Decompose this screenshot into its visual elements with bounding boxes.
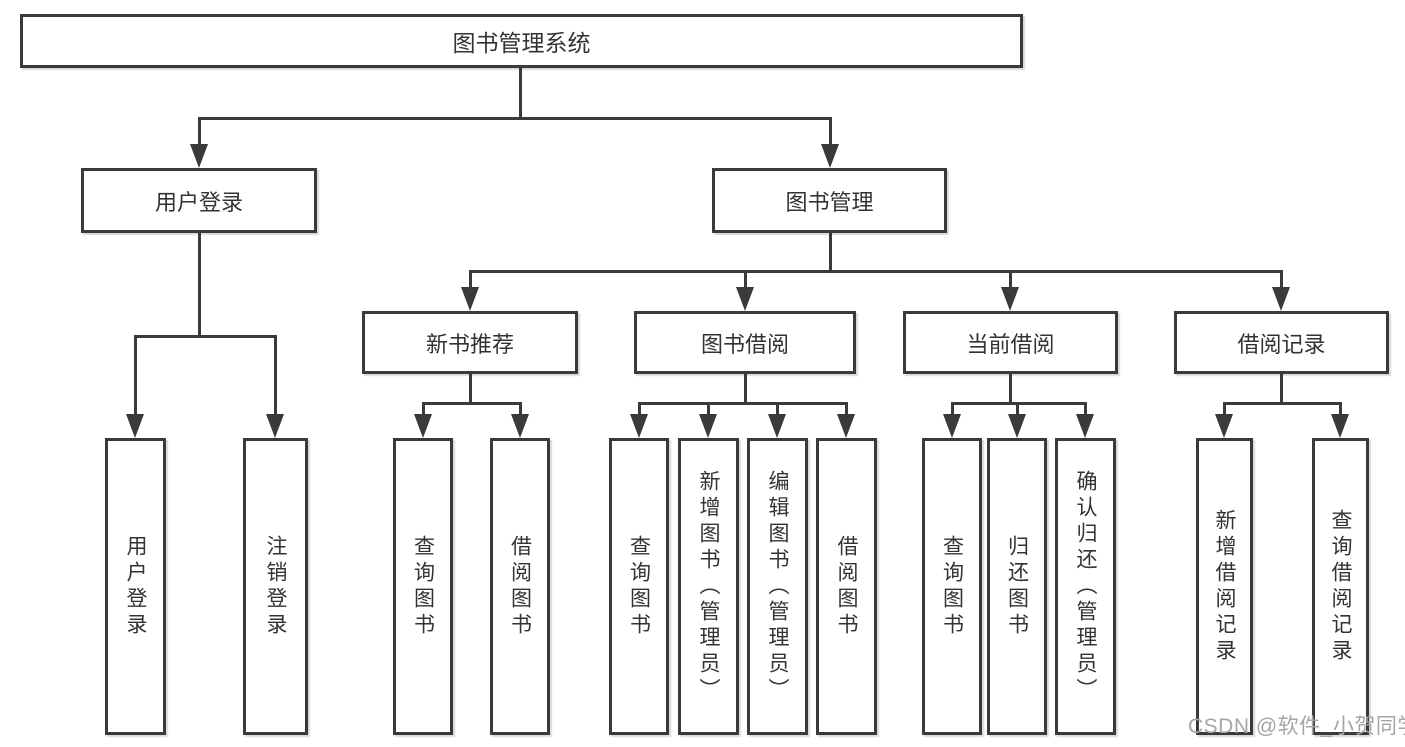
leaf-logout: 注销登录 [243, 438, 308, 735]
arrowhead-icon [943, 414, 961, 438]
leaf-edit-books-admin: 编辑图书（管理员） [747, 438, 808, 735]
leaf-confirm-return-admin-label: 确认归还（管理员） [1074, 469, 1097, 704]
connector-line [198, 233, 201, 336]
connector-line [198, 120, 201, 146]
arrowhead-icon [1076, 414, 1094, 438]
arrowhead-icon [511, 414, 529, 438]
connector-line [1223, 402, 1342, 405]
leaf-add-borrow-record: 新增借阅记录 [1196, 438, 1253, 735]
node-new-book-recommend: 新书推荐 [362, 311, 578, 374]
arrowhead-icon [768, 414, 786, 438]
connector-line [638, 402, 848, 405]
node-new-book-recommend-label: 新书推荐 [425, 331, 514, 357]
connector-line [469, 273, 472, 289]
leaf-query-borrow-record-label: 查询借阅记录 [1329, 508, 1352, 665]
connector-line [1016, 405, 1019, 416]
leaf-borrow-books-1-label: 借阅图书 [508, 534, 532, 639]
connector-line [1009, 374, 1012, 403]
leaf-borrow-books-1: 借阅图书 [490, 438, 550, 735]
connector-line [134, 335, 277, 338]
connector-line [134, 338, 137, 416]
node-user-login-label: 用户登录 [154, 189, 243, 215]
node-root: 图书管理系统 [20, 14, 1023, 68]
connector-line [845, 405, 848, 416]
node-borrow-records: 借阅记录 [1174, 311, 1389, 374]
leaf-user-login-label: 用户登录 [124, 534, 147, 639]
arrowhead-icon [1272, 287, 1290, 311]
leaf-query-books-2-label: 查询图书 [627, 534, 651, 639]
arrowhead-icon [630, 414, 648, 438]
connector-line [422, 405, 425, 416]
connector-line [519, 405, 522, 416]
leaf-query-borrow-record: 查询借阅记录 [1312, 438, 1369, 735]
connector-line [1280, 374, 1283, 403]
leaf-query-books-2: 查询图书 [609, 438, 669, 735]
leaf-borrow-books-2: 借阅图书 [816, 438, 877, 735]
arrowhead-icon [266, 414, 284, 438]
arrowhead-icon [190, 144, 208, 168]
leaf-query-books-1: 查询图书 [393, 438, 453, 735]
csdn-watermark: CSDN @软件_小贺同学 [1188, 715, 1405, 738]
connector-line [519, 68, 522, 118]
node-book-management: 图书管理 [712, 168, 947, 233]
leaf-add-books-admin-label: 新增图书（管理员） [697, 469, 720, 704]
connector-line [1339, 405, 1342, 416]
arrowhead-icon [126, 414, 144, 438]
leaf-confirm-return-admin: 确认归还（管理员） [1055, 438, 1116, 735]
arrowhead-icon [1001, 287, 1019, 311]
leaf-query-books-1-label: 查询图书 [411, 534, 435, 639]
connector-line [422, 402, 522, 405]
leaf-query-books-3: 查询图书 [922, 438, 982, 735]
node-book-management-label: 图书管理 [785, 189, 874, 215]
leaf-logout-label: 注销登录 [264, 534, 287, 639]
node-current-borrow-label: 当前借阅 [966, 331, 1055, 357]
connector-line [1009, 273, 1012, 289]
node-user-login: 用户登录 [81, 168, 317, 233]
arrowhead-icon [736, 287, 754, 311]
connector-line [776, 405, 779, 416]
connector-line [829, 233, 832, 271]
connector-line [951, 405, 954, 416]
arrowhead-icon [821, 144, 839, 168]
node-root-label: 图书管理系统 [452, 30, 591, 56]
leaf-query-books-3-label: 查询图书 [940, 534, 964, 639]
leaf-borrow-books-2-label: 借阅图书 [835, 534, 858, 639]
connector-line [744, 273, 747, 289]
connector-line [707, 405, 710, 416]
connector-line [951, 402, 1087, 405]
connector-line [469, 270, 1283, 273]
connector-line [1223, 405, 1226, 416]
connector-line [1280, 273, 1283, 289]
arrowhead-icon [837, 414, 855, 438]
leaf-edit-books-admin-label: 编辑图书（管理员） [766, 469, 789, 704]
leaf-add-borrow-record-label: 新增借阅记录 [1213, 508, 1236, 665]
arrowhead-icon [414, 414, 432, 438]
leaf-user-login: 用户登录 [105, 438, 166, 735]
leaf-return-books-label: 归还图书 [1005, 534, 1029, 639]
arrowhead-icon [699, 414, 717, 438]
node-borrow-records-label: 借阅记录 [1237, 331, 1326, 357]
arrowhead-icon [1215, 414, 1233, 438]
leaf-return-books: 归还图书 [987, 438, 1047, 735]
connector-line [1084, 405, 1087, 416]
node-current-borrow: 当前借阅 [903, 311, 1118, 374]
connector-line [638, 405, 641, 416]
arrowhead-icon [461, 287, 479, 311]
connector-line [744, 374, 747, 403]
arrowhead-icon [1008, 414, 1026, 438]
leaf-add-books-admin: 新增图书（管理员） [678, 438, 739, 735]
connector-line [829, 120, 832, 146]
connector-line [198, 117, 832, 120]
connector-line [469, 374, 472, 403]
node-book-borrow-label: 图书借阅 [700, 331, 789, 357]
connector-line [274, 338, 277, 416]
arrowhead-icon [1331, 414, 1349, 438]
node-book-borrow: 图书借阅 [634, 311, 856, 374]
